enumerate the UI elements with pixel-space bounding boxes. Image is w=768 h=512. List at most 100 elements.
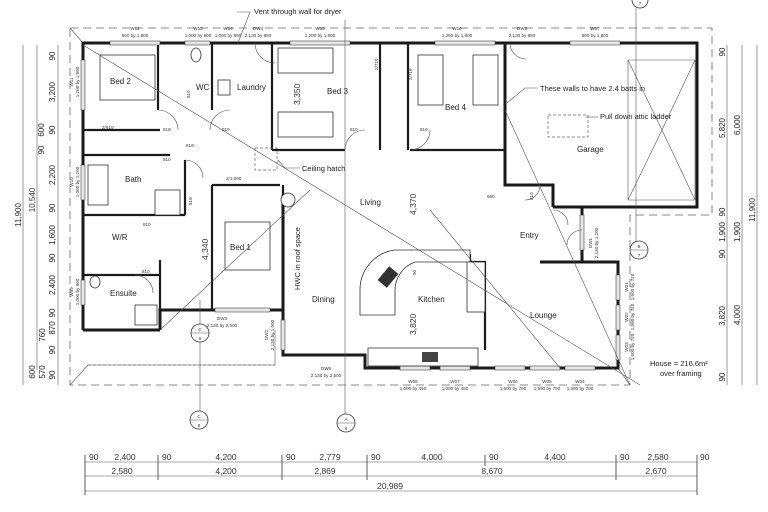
svg-text:1,200 by 1,800: 1,200 by 1,800	[442, 33, 473, 38]
bottom-dimensions: 90 2,400 90 4,200 90 2,779 90 4,000 90 4…	[84, 452, 710, 495]
note-ceiling-hatch: Ceiling hatch	[302, 164, 345, 173]
kitchen-bench	[359, 249, 471, 316]
door-label: 810	[143, 222, 151, 227]
bed-3-bottom	[277, 111, 334, 138]
dim-row1: 2,580	[647, 452, 669, 462]
svg-text:B: B	[637, 244, 640, 249]
dim-right-inner: 90 5,820 90 1,900 90 3,820 90	[718, 47, 727, 381]
svg-text:2,130 by 880: 2,130 by 880	[245, 33, 272, 38]
room-bath: Bath	[125, 175, 141, 184]
svg-text:DW6: DW6	[321, 366, 332, 371]
svg-text:90: 90	[37, 145, 46, 154]
opening-w08: W08 1,000 by 450	[400, 379, 427, 391]
room-bed-3: Bed 3	[327, 87, 348, 96]
windows	[80, 40, 621, 371]
dim-row1: 2,779	[319, 452, 341, 462]
door-label: 2/1,000	[226, 176, 242, 181]
right-dimensions: 90 5,820 90 1,900 90 3,820 90 6,000 1,90…	[718, 45, 758, 385]
kitchen-sink	[377, 266, 399, 288]
svg-text:4,000: 4,000	[733, 304, 742, 325]
svg-text:7: 7	[638, 253, 641, 258]
svg-text:2,130 by 2,500: 2,130 by 2,500	[311, 373, 342, 378]
section-marker-c-bottom: C8	[189, 410, 209, 430]
svg-text:7: 7	[639, 1, 642, 6]
svg-text:W06: W06	[508, 379, 518, 384]
note-area-1: House = 216.6m²	[650, 359, 708, 368]
svg-text:W02: W02	[624, 312, 629, 322]
interior-walls	[83, 43, 505, 350]
roof-outline	[69, 27, 713, 386]
svg-text:1,900: 1,900	[733, 221, 742, 242]
svg-text:90: 90	[48, 308, 57, 317]
svg-text:1,500 by 700: 1,500 by 700	[534, 386, 561, 391]
room-living: Living	[360, 198, 381, 207]
svg-text:1,500 by 700: 1,500 by 700	[500, 386, 527, 391]
svg-text:W01: W01	[624, 282, 629, 292]
svg-text:600: 600	[37, 123, 46, 137]
dim-total: 20,989	[377, 481, 403, 491]
door-label: 2/710	[408, 68, 413, 80]
svg-text:6,000: 6,000	[733, 114, 742, 135]
svg-text:W08: W08	[408, 379, 418, 384]
dim-living: 4,370	[408, 193, 418, 215]
svg-text:DW1: DW1	[588, 237, 593, 248]
svg-text:1,600: 1,600	[48, 224, 57, 245]
opening-dw6: DW6 2,130 by 2,500	[311, 366, 342, 378]
section-marker-b: B7	[629, 240, 649, 260]
door-label: 810	[188, 197, 193, 205]
note-hwc: HWC in roof space	[293, 227, 302, 290]
svg-text:W09: W09	[69, 287, 74, 297]
dim-kitchen: 3,820	[408, 313, 418, 335]
dim-row1: 4,200	[215, 452, 237, 462]
svg-text:90: 90	[48, 370, 57, 379]
door-label: 810	[186, 143, 194, 148]
dim-left-outer: 11,900	[14, 203, 23, 227]
room-wr: W/R	[112, 233, 128, 242]
dim-row1: 90	[700, 452, 710, 462]
svg-text:5,820: 5,820	[718, 117, 727, 138]
patio	[88, 330, 276, 366]
svg-text:W05: W05	[542, 379, 552, 384]
svg-text:W17: W17	[590, 26, 600, 31]
door-label: 2/710	[374, 58, 379, 70]
svg-text:2,130 by 1,500: 2,130 by 1,500	[270, 319, 275, 350]
dim-right-outer: 11,900	[748, 198, 757, 222]
door-label: 810	[420, 127, 428, 132]
laundry-tub	[217, 79, 231, 96]
room-wc: WC	[196, 83, 210, 92]
svg-text:W12: W12	[130, 26, 140, 31]
svg-text:3,820: 3,820	[718, 305, 727, 326]
svg-text:W13: W13	[193, 26, 203, 31]
door-label: 810	[222, 127, 230, 132]
dim-row1: 2,400	[114, 452, 136, 462]
ensuite-shower	[134, 304, 158, 326]
svg-text:W15: W15	[315, 26, 325, 31]
svg-text:90: 90	[718, 47, 727, 56]
svg-text:90: 90	[48, 203, 57, 212]
svg-text:W11: W11	[69, 77, 74, 87]
svg-text:DW2: DW2	[264, 329, 269, 340]
room-lounge: Lounge	[530, 311, 557, 320]
cooktop	[422, 352, 438, 362]
door-labels: 810 810 810 2/810 810 810 810 810 810 81…	[102, 58, 534, 274]
section-marker-top: 7	[631, 0, 649, 9]
ceiling-hatch	[254, 147, 278, 171]
opening-w06: W06 1,500 by 700	[500, 379, 527, 391]
dim-kitchen-90: 90	[412, 269, 417, 275]
svg-text:W04: W04	[575, 379, 585, 384]
door-label: 810	[142, 269, 150, 274]
svg-text:760: 760	[38, 328, 47, 342]
svg-text:90: 90	[718, 372, 727, 381]
svg-text:2,130 by 2,500: 2,130 by 2,500	[207, 323, 238, 328]
svg-text:1,000 by 450: 1,000 by 450	[400, 386, 427, 391]
svg-text:570: 570	[38, 365, 47, 379]
